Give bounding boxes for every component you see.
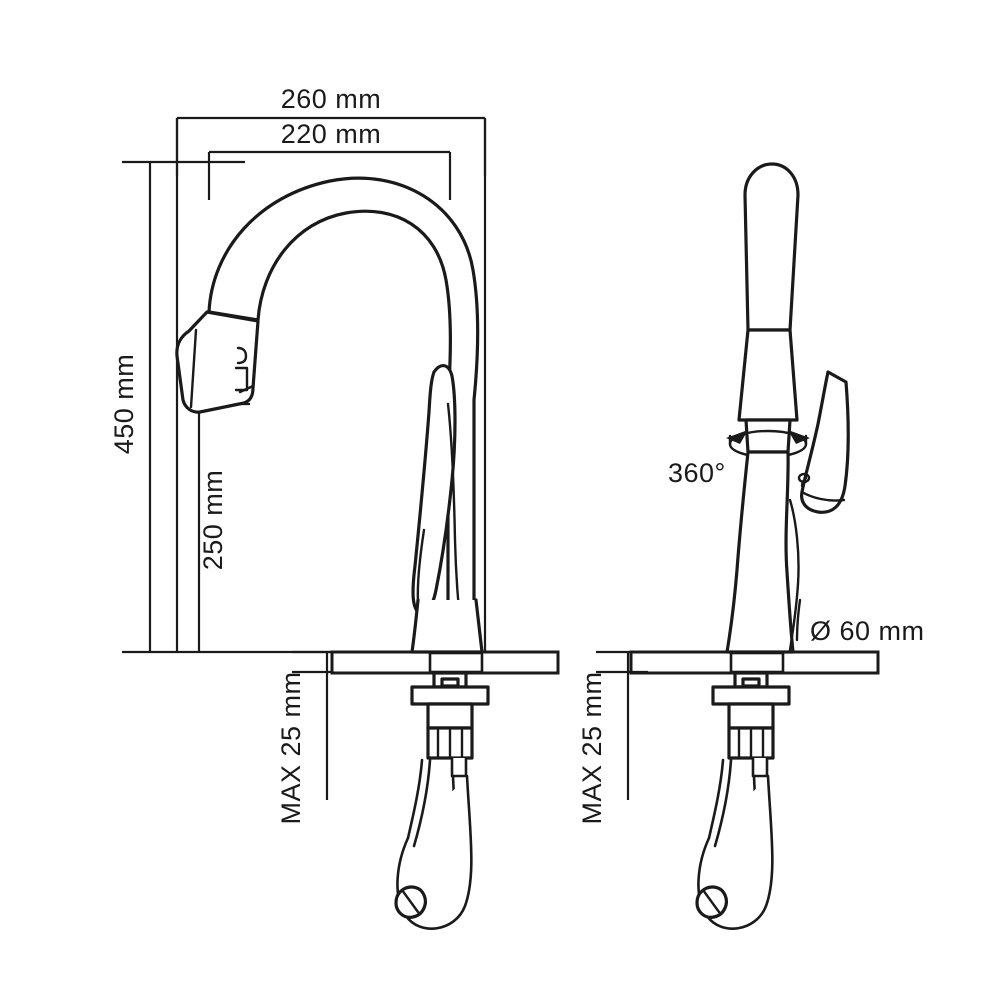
- sprayer-head-edge: [238, 384, 255, 394]
- body-side-contour: [788, 498, 800, 652]
- hose-collar-front: [450, 756, 468, 778]
- mounting-assembly-front: [410, 671, 490, 760]
- rotation-arrow-left-icon: [726, 430, 748, 444]
- label-overall-height: 450 mm: [109, 354, 139, 455]
- side-view: 360° Ø 60 mm MAX 25 mm: [577, 162, 925, 930]
- body-column-front: [410, 402, 484, 654]
- label-spout-reach: 220 mm: [281, 119, 382, 149]
- body-side-profile: [725, 450, 795, 654]
- handle-inner-line: [416, 528, 426, 604]
- counterweight-facet-side: [701, 888, 721, 914]
- body-base-flare: [410, 598, 484, 654]
- gooseneck-spout-front: [175, 176, 480, 642]
- sprayer-head-front: [175, 310, 260, 414]
- label-spout-clearance: 250 mm: [198, 470, 228, 571]
- hose-return-inner-side: [713, 758, 733, 848]
- label-overall-width: 260 mm: [281, 84, 382, 114]
- label-base-diameter: Ø 60 mm: [810, 616, 925, 646]
- label-max-deck-thickness-left: MAX 25 mm: [276, 671, 306, 824]
- deck-hole-side: [729, 651, 785, 674]
- lever-handle-side: [797, 370, 850, 514]
- hose-return-outer: [406, 758, 424, 840]
- swivel-collar-side: [744, 418, 792, 454]
- mounting-plate-side: [711, 685, 791, 706]
- handle-side-underline: [800, 490, 846, 502]
- counterweight-facet: [400, 888, 420, 914]
- side-view-dimension-lines: [596, 650, 648, 800]
- hose-return-outer-side: [707, 758, 725, 840]
- handle-pivot-icon: [797, 472, 811, 484]
- deck-hole-front: [428, 651, 484, 674]
- mounting-assembly-side: [711, 671, 791, 760]
- spout-outer-profile: [207, 176, 480, 642]
- front-view: 260 mm 220 mm 450 mm 250 mm MAX 25 mm: [109, 84, 560, 930]
- label-max-deck-thickness-right: MAX 25 mm: [577, 671, 607, 824]
- mounting-nut-front: [426, 702, 474, 730]
- wand-upper-side: [743, 162, 800, 332]
- sprayer-button-icon: [236, 346, 248, 365]
- mounting-nut-side: [727, 702, 775, 730]
- sprayer-wand-side: [737, 162, 800, 454]
- washer-nub-side: [741, 677, 761, 688]
- side-view-countertop: [629, 650, 880, 675]
- hose-collar-side: [751, 756, 769, 778]
- washer-nub-front: [440, 677, 460, 688]
- mounting-plate-front: [410, 685, 490, 706]
- hose-return-inner: [412, 758, 432, 848]
- rotation-arrow-right-icon: [788, 430, 810, 444]
- leader-line-diameter: [795, 598, 802, 642]
- front-view-countertop: [330, 650, 560, 675]
- hose-loop-side: [695, 756, 774, 930]
- sprayer-head-facet: [189, 328, 198, 409]
- body-column-side: [725, 450, 800, 654]
- hose-loop-front: [394, 756, 473, 930]
- handle-silhouette-side: [800, 370, 850, 514]
- label-swivel-360: 360°: [668, 458, 726, 488]
- wand-lower-taper-side: [737, 328, 799, 422]
